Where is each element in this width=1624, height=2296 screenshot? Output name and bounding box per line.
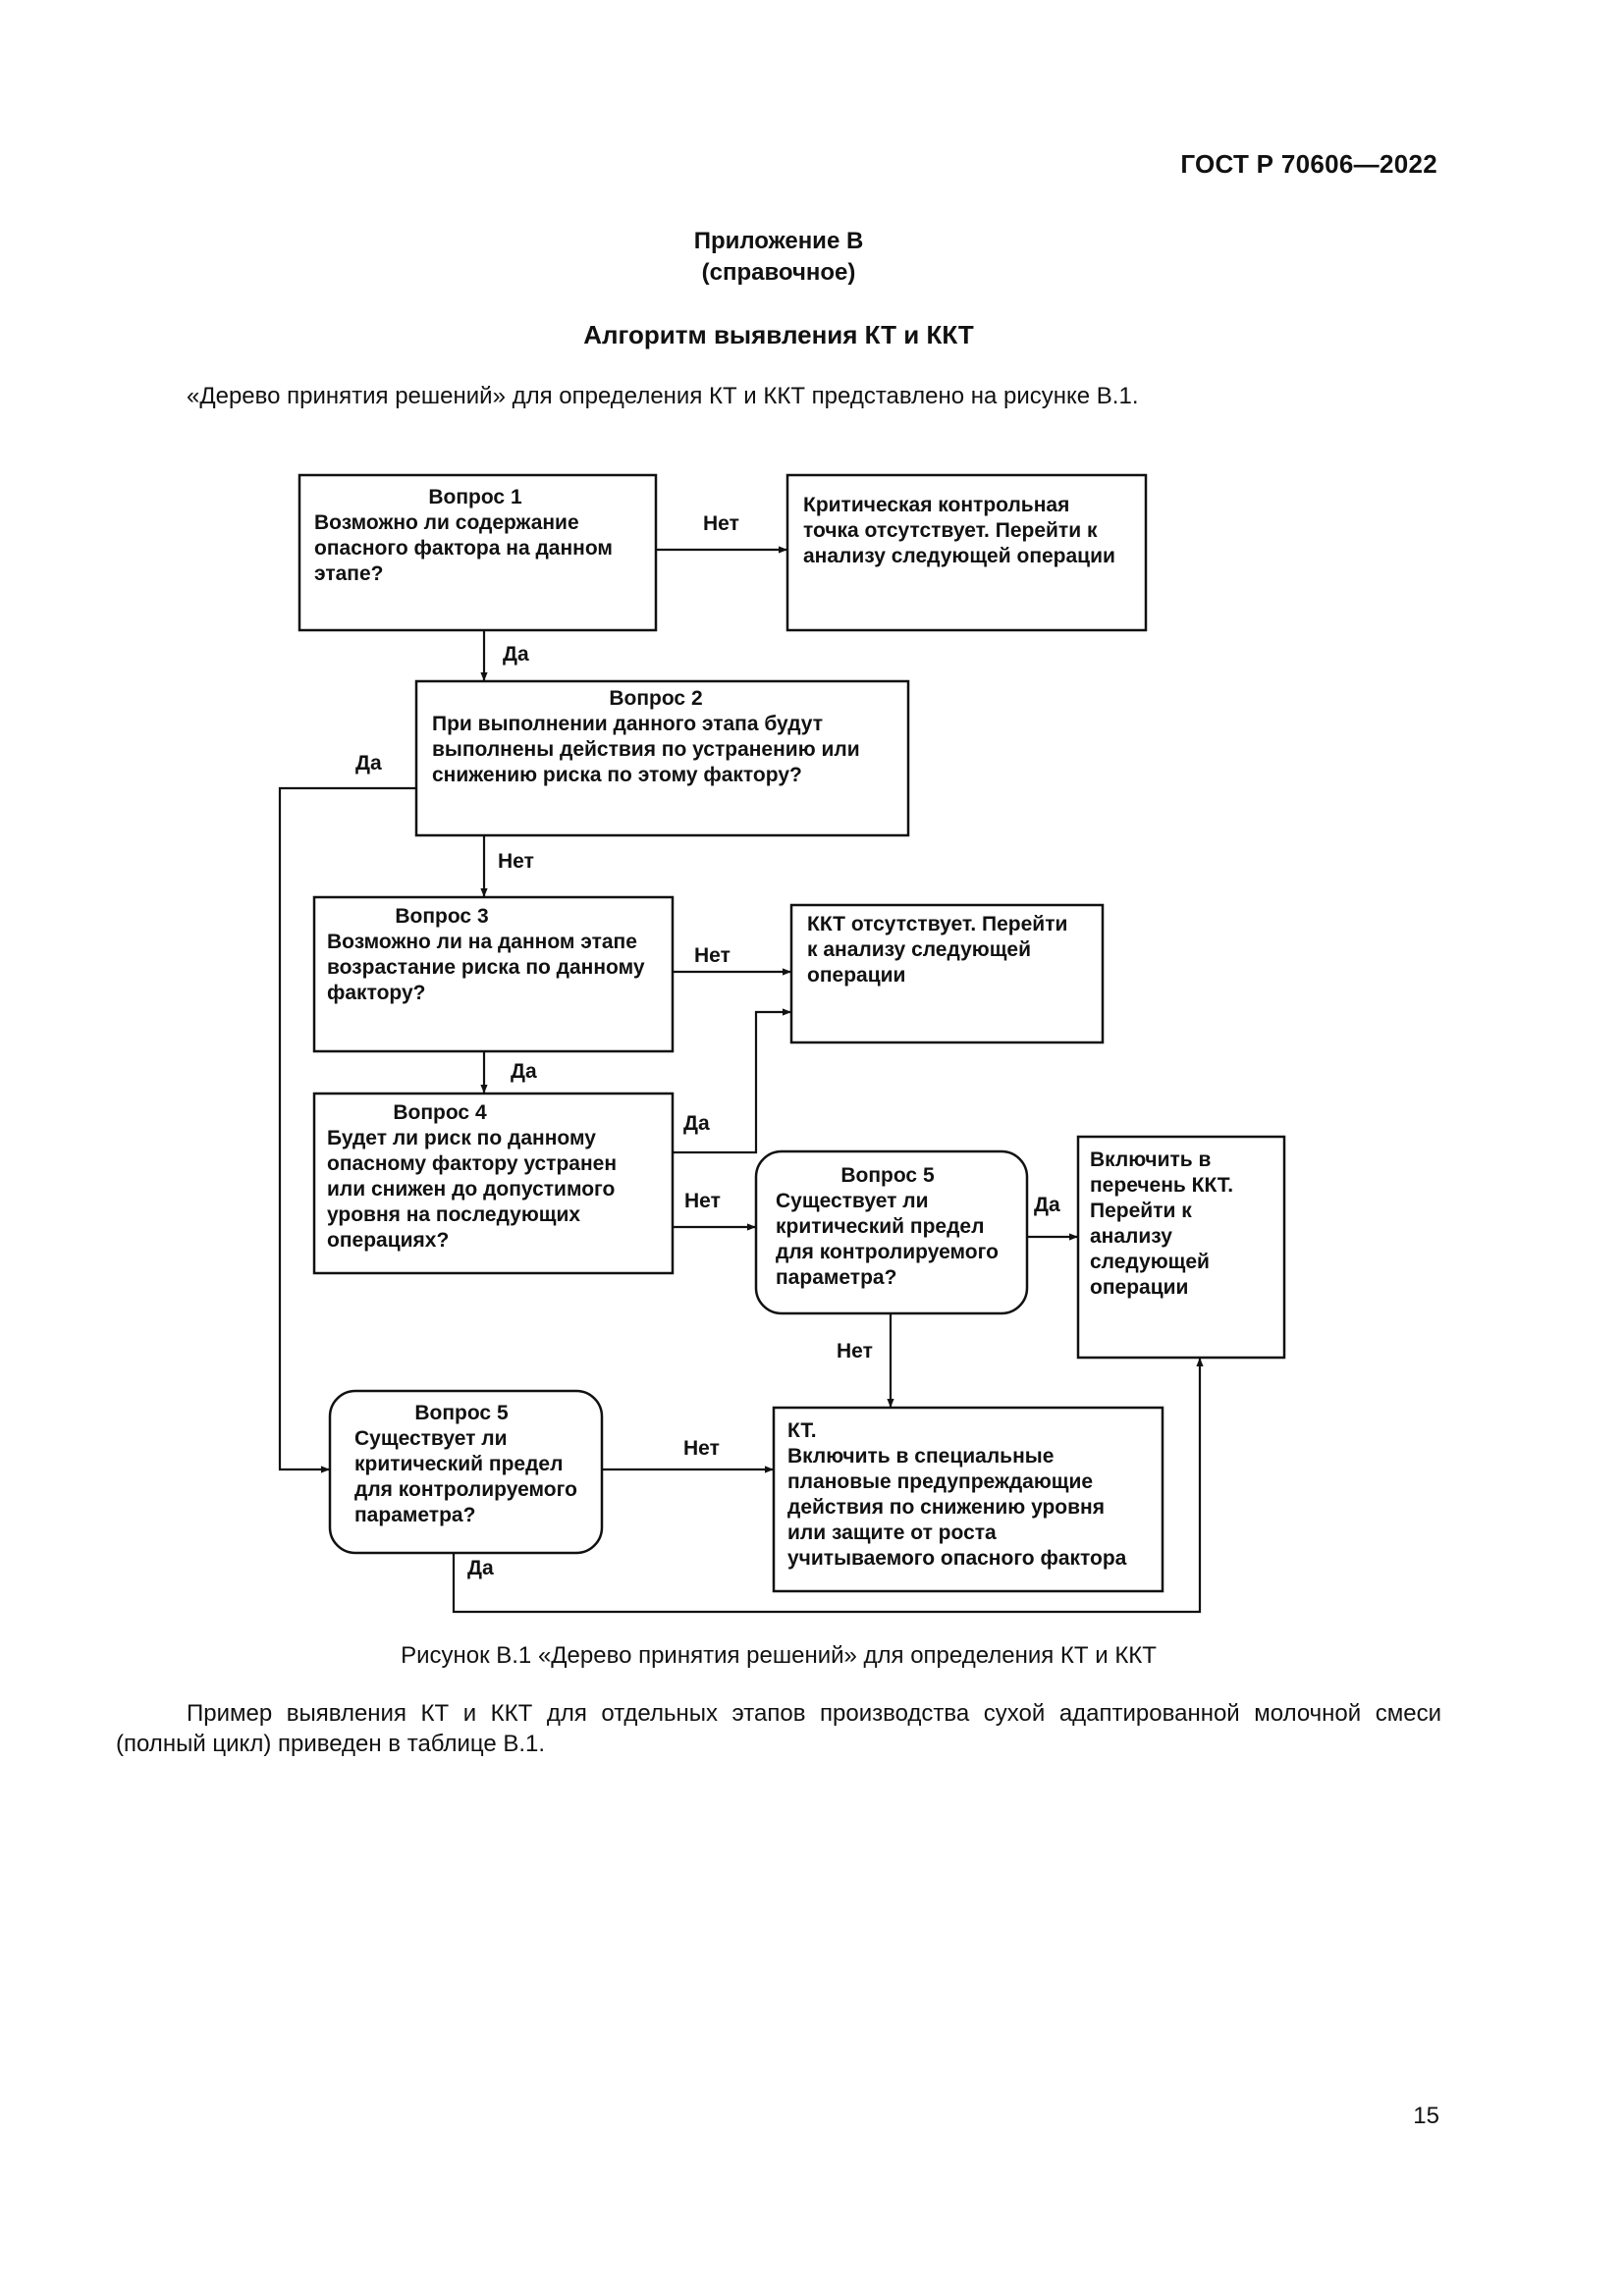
no-ccp-result-box bbox=[785, 473, 1148, 632]
kt-result-line: КТ. bbox=[787, 1419, 817, 1442]
label-q3-yes: Да bbox=[511, 1060, 537, 1083]
label-q5b-no: Нет bbox=[683, 1437, 720, 1460]
question-5a-line: для контролируемого bbox=[776, 1241, 999, 1263]
include-kkt-result-line: перечень ККТ. bbox=[1090, 1174, 1233, 1197]
include-kkt-result-line: следующей bbox=[1090, 1251, 1210, 1273]
label-q1-no: Нет bbox=[703, 512, 739, 535]
question-1-box bbox=[298, 473, 658, 632]
kt-result-line: действия по снижению уровня bbox=[787, 1496, 1105, 1519]
question-4-title: Вопрос 4 bbox=[393, 1101, 487, 1124]
label-q5a-yes: Да bbox=[1034, 1194, 1060, 1216]
no-kkt-result-line: операции bbox=[807, 964, 905, 987]
include-kkt-result-box bbox=[1076, 1135, 1286, 1360]
label-q2-no: Нет bbox=[498, 850, 534, 873]
label-q1-yes: Да bbox=[503, 643, 529, 666]
arrow-q2-yes bbox=[278, 786, 416, 1473]
question-2-line: выполнены действия по устранению или bbox=[432, 738, 860, 761]
intro-paragraph: «Дерево принятия решений» для определени… bbox=[187, 383, 1139, 409]
question-1-line: этапе? bbox=[314, 562, 383, 585]
example-paragraph: Пример выявления КТ и ККТ для отдельных … bbox=[116, 1700, 1441, 1757]
appendix-heading: Приложение В (справочное) bbox=[0, 226, 1557, 289]
kt-result-line: или защите от роста bbox=[787, 1522, 997, 1544]
kt-result-line: Включить в специальные bbox=[787, 1445, 1054, 1468]
question-2-box bbox=[414, 679, 910, 837]
question-5b-line: для контролируемого bbox=[354, 1478, 577, 1501]
no-ccp-result-line: точка отсутствует. Перейти к bbox=[803, 519, 1098, 542]
appendix-title: Приложение В bbox=[693, 228, 864, 254]
arrow-q4-yes bbox=[673, 1008, 791, 1154]
label-q5b-yes: Да bbox=[467, 1557, 494, 1579]
include-kkt-result-line: Включить в bbox=[1090, 1148, 1212, 1171]
question-5b-line: критический предел bbox=[354, 1453, 563, 1475]
question-2-line: При выполнении данного этапа будут bbox=[432, 713, 823, 735]
label-q3-no: Нет bbox=[694, 944, 731, 967]
label-q2-yes: Да bbox=[355, 752, 382, 774]
no-kkt-result-box bbox=[789, 903, 1105, 1044]
question-5a-line: критический предел bbox=[776, 1215, 984, 1238]
question-3-title: Вопрос 3 bbox=[395, 905, 488, 928]
page-number: 15 bbox=[1413, 2103, 1439, 2129]
question-5b-line: Существует ли bbox=[354, 1427, 508, 1450]
section-title: Алгоритм выявления КТ и ККТ bbox=[583, 320, 974, 349]
appendix-note: (справочное) bbox=[701, 259, 856, 286]
figure-caption: Рисунок В.1 «Дерево принятия решений» дл… bbox=[401, 1642, 1157, 1669]
question-4-line: Будет ли риск по данному bbox=[327, 1127, 596, 1149]
question-5a-line: параметра? bbox=[776, 1266, 896, 1289]
question-4-line: или снижен до допустимого bbox=[327, 1178, 615, 1201]
question-4-line: операциях? bbox=[327, 1229, 449, 1252]
no-kkt-result-line: ККТ отсутствует. Перейти bbox=[807, 913, 1067, 935]
question-2-title: Вопрос 2 bbox=[609, 687, 702, 710]
no-kkt-result-line: к анализу следующей bbox=[807, 938, 1031, 961]
question-3-box bbox=[312, 895, 675, 1053]
question-3-line: Возможно ли на данном этапе bbox=[327, 931, 637, 953]
label-q4-no: Нет bbox=[684, 1190, 721, 1212]
kt-result-line: плановые предупреждающие bbox=[787, 1470, 1093, 1493]
question-5b-box bbox=[328, 1389, 604, 1555]
question-3-line: возрастание риска по данному bbox=[327, 956, 645, 979]
kt-result-box bbox=[772, 1406, 1164, 1593]
question-5b-title: Вопрос 5 bbox=[414, 1402, 509, 1424]
arrow-q5b-yes bbox=[452, 1358, 1204, 1614]
kt-result-line: учитываемого опасного фактора bbox=[787, 1547, 1127, 1570]
question-1-line: опасного фактора на данном bbox=[314, 537, 613, 560]
question-3-line: фактору? bbox=[327, 982, 425, 1004]
question-4-line: уровня на последующих bbox=[327, 1203, 580, 1226]
question-1-title: Вопрос 1 bbox=[428, 486, 522, 508]
decision-tree-flowchart: Вопрос 1 Возможно ли содержание опасного… bbox=[278, 473, 1286, 1614]
label-q5a-no: Нет bbox=[837, 1340, 873, 1362]
include-kkt-result-line: Перейти к bbox=[1090, 1200, 1192, 1222]
question-5a-line: Существует ли bbox=[776, 1190, 929, 1212]
question-5b-line: параметра? bbox=[354, 1504, 475, 1526]
question-2-line: снижению риска по этому фактору? bbox=[432, 764, 802, 786]
include-kkt-result-line: анализу bbox=[1090, 1225, 1172, 1248]
question-5a-title: Вопрос 5 bbox=[840, 1164, 935, 1187]
include-kkt-result-line: операции bbox=[1090, 1276, 1188, 1299]
question-4-line: опасному фактору устранен bbox=[327, 1152, 617, 1175]
label-q4-yes: Да bbox=[683, 1112, 710, 1135]
document-code: ГОСТ Р 70606—2022 bbox=[1180, 149, 1437, 179]
no-ccp-result-line: Критическая контрольная bbox=[803, 494, 1069, 516]
question-1-line: Возможно ли содержание bbox=[314, 511, 579, 534]
question-4-box bbox=[312, 1092, 675, 1275]
no-ccp-result-line: анализу следующей операции bbox=[803, 545, 1115, 567]
